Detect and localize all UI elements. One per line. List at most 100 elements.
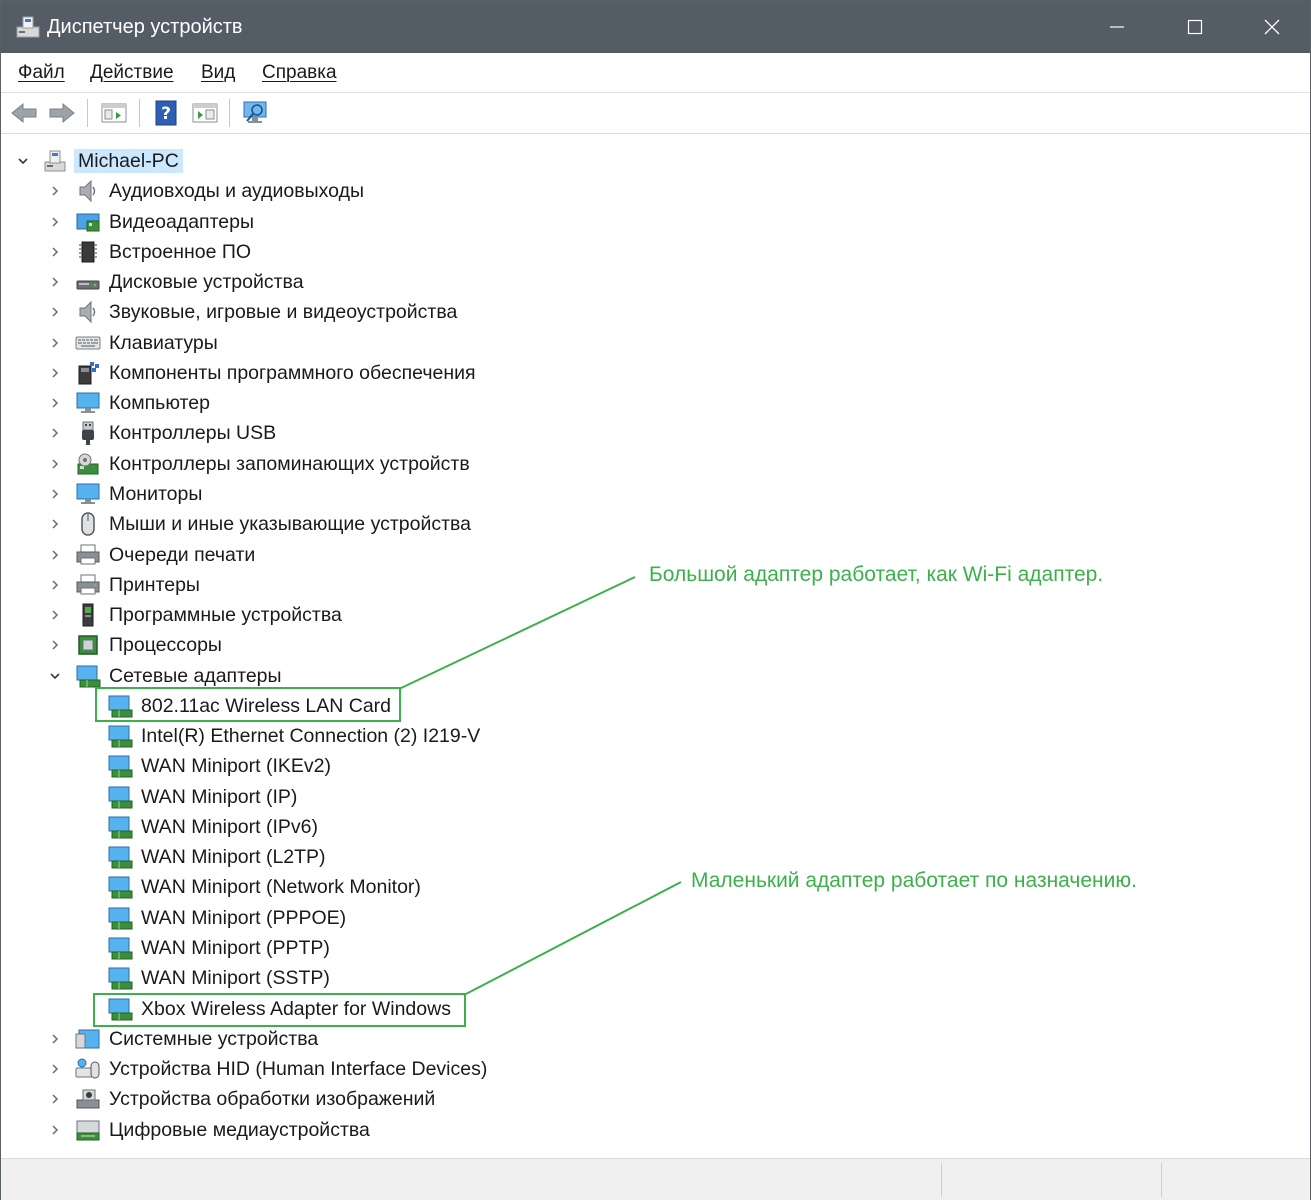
menu-action[interactable]: Действие [90,62,174,83]
chevron-right-icon[interactable] [48,184,62,198]
help-icon: ? [155,100,177,126]
maximize-button[interactable] [1156,1,1234,53]
tree-category[interactable]: Сетевые адаптеры [1,661,701,691]
console-tree-icon [101,103,127,123]
software-component-icon [78,362,99,385]
chevron-down-icon[interactable] [48,669,62,683]
tree-category[interactable]: Компьютер [1,388,701,418]
tree-category[interactable]: Компоненты программного обеспечения [1,358,701,388]
annotation-lines [398,576,682,996]
chevron-down-icon[interactable] [16,154,30,168]
tree-device-network-adapter[interactable]: WAN Miniport (IP) [1,782,701,812]
tree-category[interactable]: Звуковые, игровые и видеоустройства [1,297,701,327]
chevron-right-icon[interactable] [48,487,62,501]
tree-category[interactable]: Клавиатуры [1,328,701,358]
tree-item-label: WAN Miniport (IKEv2) [141,755,331,777]
tree-item-label: Компьютер [109,392,210,414]
chevron-right-icon[interactable] [48,1092,62,1106]
status-bar-separator [1161,1163,1162,1197]
tree-item-label: WAN Miniport (IP) [141,786,298,808]
imaging-device-icon [76,1089,100,1109]
tree-item-label: Звуковые, игровые и видеоустройства [109,301,458,323]
chevron-right-icon[interactable] [48,245,62,259]
tree-category[interactable]: Принтеры [1,570,701,600]
chevron-right-icon[interactable] [48,275,62,289]
chevron-right-icon[interactable] [48,215,62,229]
tree-category[interactable]: Программные устройства [1,600,701,630]
highlight-box-wireless-lan [95,687,401,722]
tree-category[interactable]: Мыши и иные указывающие устройства [1,509,701,539]
tree-device-network-adapter[interactable]: WAN Miniport (PPPOE) [1,903,701,933]
tree-item-label: Intel(R) Ethernet Connection (2) I219-V [141,725,481,747]
tree-category[interactable]: Аудиовходы и аудиовыходы [1,176,701,206]
tree-item-label: Цифровые медиаустройства [109,1119,370,1141]
chevron-right-icon[interactable] [48,608,62,622]
chevron-right-icon[interactable] [48,517,62,531]
chevron-right-icon[interactable] [48,1032,62,1046]
speaker-icon [79,300,96,324]
tree-category[interactable]: Цифровые медиаустройства [1,1115,701,1145]
tree-category[interactable]: Дисковые устройства [1,267,701,297]
tree-device-network-adapter[interactable]: Xbox Wireless Adapter for Windows [1,994,701,1024]
toolbar: ? [1,93,1310,134]
back-button[interactable] [9,98,39,128]
scan-hardware-icon [243,101,267,123]
tree-device-network-adapter[interactable]: 802.11ac Wireless LAN Card [1,691,701,721]
tree-device-network-adapter[interactable]: WAN Miniport (Network Monitor) [1,872,701,902]
tree-category[interactable]: Системные устройства [1,1024,701,1054]
tree-device-network-adapter[interactable]: WAN Miniport (PPTP) [1,933,701,963]
annotation-leader-line-wifi [398,576,636,690]
chevron-right-icon[interactable] [48,548,62,562]
hid-icon [75,1058,100,1079]
menu-help[interactable]: Справка [262,62,337,83]
tree-device-network-adapter[interactable]: WAN Miniport (L2TP) [1,842,701,872]
tree-category[interactable]: Устройства обработки изображений [1,1084,701,1114]
help-button[interactable]: ? [151,98,181,128]
chevron-right-icon[interactable] [48,305,62,319]
network-adapter-icon [108,876,133,899]
tree-category[interactable]: Очереди печати [1,540,701,570]
chevron-right-icon[interactable] [48,396,62,410]
show-hide-console-tree-button[interactable] [99,98,129,128]
chevron-right-icon[interactable] [48,366,62,380]
tree-item-label: Xbox Wireless Adapter for Windows [141,998,451,1020]
forward-button[interactable] [47,98,77,128]
chevron-right-icon[interactable] [48,638,62,652]
tree-device-network-adapter[interactable]: WAN Miniport (IPv6) [1,812,701,842]
tree-category[interactable]: Встроенное ПО [1,237,701,267]
tree-root-label: Michael-PC [74,149,183,173]
chevron-right-icon[interactable] [48,1123,62,1137]
minimize-button[interactable] [1078,1,1156,53]
tree-item-label: WAN Miniport (SSTP) [141,967,330,989]
menu-file[interactable]: Файл [18,62,65,83]
tree-category[interactable]: Видеоадаптеры [1,207,701,237]
tree-category[interactable]: Контроллеры запоминающих устройств [1,449,701,479]
usb-icon [82,421,94,445]
tree-device-network-adapter[interactable]: Intel(R) Ethernet Connection (2) I219-V [1,721,701,751]
tree-device-network-adapter[interactable]: WAN Miniport (SSTP) [1,963,701,993]
scan-hardware-button[interactable] [241,98,271,128]
tree-item-label: Устройства HID (Human Interface Devices) [109,1058,488,1080]
network-adapter-icon [108,846,133,869]
toolbar-separator [229,99,230,127]
tree-item-label: Мониторы [109,483,203,505]
tree-category[interactable]: Устройства HID (Human Interface Devices) [1,1054,701,1084]
tree-category[interactable]: Мониторы [1,479,701,509]
tree-item-label: Контроллеры запоминающих устройств [109,453,470,475]
tree-root[interactable]: Michael-PC [1,146,701,176]
chevron-right-icon[interactable] [48,578,62,592]
chevron-right-icon[interactable] [48,457,62,471]
chevron-right-icon[interactable] [48,1062,62,1076]
close-button[interactable] [1233,1,1311,53]
tree-category[interactable]: Контроллеры USB [1,418,701,448]
system-device-icon [75,1029,100,1049]
show-action-pane-button[interactable] [190,98,220,128]
tree-category[interactable]: Процессоры [1,630,701,660]
toolbar-separator [87,99,88,127]
chevron-right-icon[interactable] [48,336,62,350]
chevron-right-icon[interactable] [48,426,62,440]
menu-view[interactable]: Вид [201,62,236,83]
tree-device-network-adapter[interactable]: WAN Miniport (IKEv2) [1,751,701,781]
title-bar[interactable]: Диспетчер устройств [1,1,1310,53]
